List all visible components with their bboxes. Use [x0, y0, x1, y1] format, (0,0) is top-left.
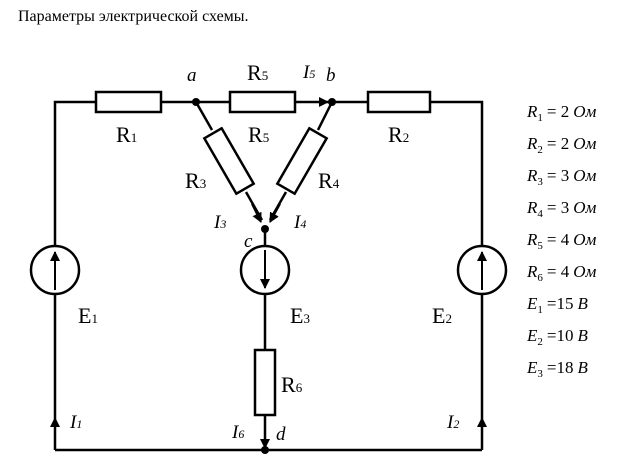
node-a-dot	[192, 98, 200, 106]
label-i5: I5	[302, 62, 315, 83]
label-node-b: b	[326, 65, 336, 86]
wire-a-r3	[194, 101, 214, 131]
node-b-dot	[328, 98, 336, 106]
node-c-dot	[261, 225, 269, 233]
wire-left	[53, 100, 96, 450]
label-e3: E3	[290, 303, 310, 328]
node-d-dot	[261, 446, 269, 454]
label-i2: I2	[446, 412, 459, 433]
label-r5-bottom: R5	[248, 122, 269, 147]
label-e2: E2	[432, 303, 452, 328]
label-r5-top: R5	[247, 60, 268, 85]
label-i1: I1	[69, 412, 82, 433]
resistor-r4	[275, 126, 329, 196]
label-r4: R4	[318, 168, 340, 193]
arrow-i4	[269, 203, 281, 223]
label-node-a: a	[187, 65, 197, 86]
label-i6: I6	[231, 422, 244, 443]
resistor-r6	[253, 348, 277, 417]
resistor-r5	[228, 90, 297, 114]
wire-right	[430, 100, 484, 450]
label-node-c: c	[244, 231, 253, 252]
resistor-r3	[202, 126, 256, 196]
label-node-d: d	[276, 424, 286, 445]
label-r3: R3	[185, 168, 206, 193]
label-r1: R1	[116, 122, 137, 147]
resistor-r2	[366, 90, 432, 114]
wire-b-r4	[316, 101, 334, 131]
label-r6: R6	[281, 372, 303, 397]
label-i3: I3	[213, 212, 226, 233]
arrow-i3	[251, 203, 262, 223]
label-r2: R2	[388, 122, 409, 147]
page-title: Параметры электрической схемы.	[18, 8, 249, 25]
label-i4: I4	[293, 212, 306, 233]
label-e1: E1	[78, 303, 98, 328]
resistor-r1	[94, 90, 163, 114]
